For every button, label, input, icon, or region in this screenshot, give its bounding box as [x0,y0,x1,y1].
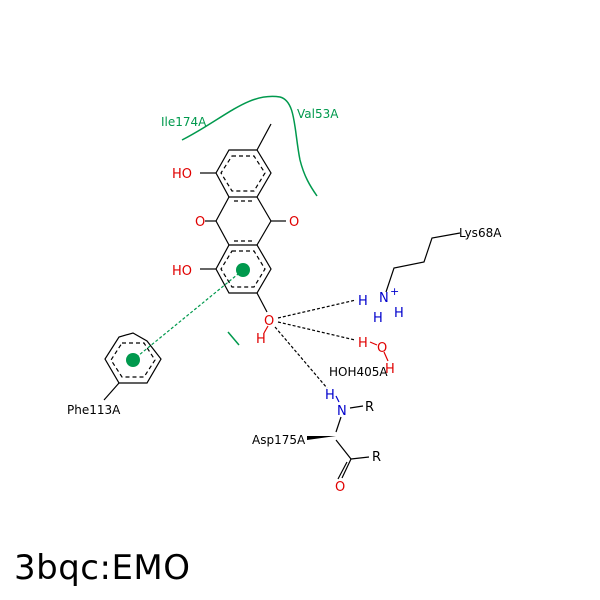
hydrogen-bonds [274,299,357,389]
diagram-title: 3bqc:EMO [14,548,191,588]
lys-nitrogen: N [379,291,389,306]
methyl-bond [256,123,272,151]
upper-aromatic-ring [215,149,272,198]
asp-hydrogen: H [325,388,335,403]
pi-stacking-line [132,269,244,361]
lys68-side-chain [385,232,461,293]
lys-hydrogen-left: H [358,294,368,309]
val53-label: Val53A [297,107,339,121]
lys68-label: Lys68A [459,226,502,240]
water-oxygen: O [377,341,387,356]
oh-upper-label: HO [172,167,192,182]
keto-oxygen-left: O [195,215,205,230]
hydroxyl-oxygen: O [264,314,274,329]
asp-r-nitrogen-side: R [365,400,374,415]
asp-nitrogen: N [337,404,347,419]
water-bonds [369,341,389,362]
hydrophobic-arc-small [227,331,240,346]
water-hydrogen-lower: H [385,362,395,377]
asp175-backbone [335,395,370,480]
phe113-label: Phe113A [67,403,121,417]
asp-carbonyl-oxygen: O [335,480,345,495]
oh-lower-label: HO [172,264,192,279]
ile174-label: Ile174A [161,115,207,129]
keto-oxygen-right: O [289,215,299,230]
hydrophobic-arc-ile-val [181,95,318,197]
central-ring [215,196,272,246]
lys-hydrogen-lower: H [373,311,383,326]
pi-centroid-ligand [236,263,250,277]
asp-r-carbon-side: R [372,450,381,465]
asp175-label: Asp175A [252,433,306,447]
substituent-bonds [200,172,286,334]
hydroxyl-hydrogen: H [256,332,266,347]
hoh405-label: HOH405A [329,365,388,379]
lys-charge: + [390,285,399,298]
phe113-ring [103,332,162,401]
lys-hydrogen-right: H [394,306,404,321]
water-hydrogen-left: H [358,336,368,351]
pi-centroid-phe [126,353,140,367]
asp175-wedge [307,436,336,440]
